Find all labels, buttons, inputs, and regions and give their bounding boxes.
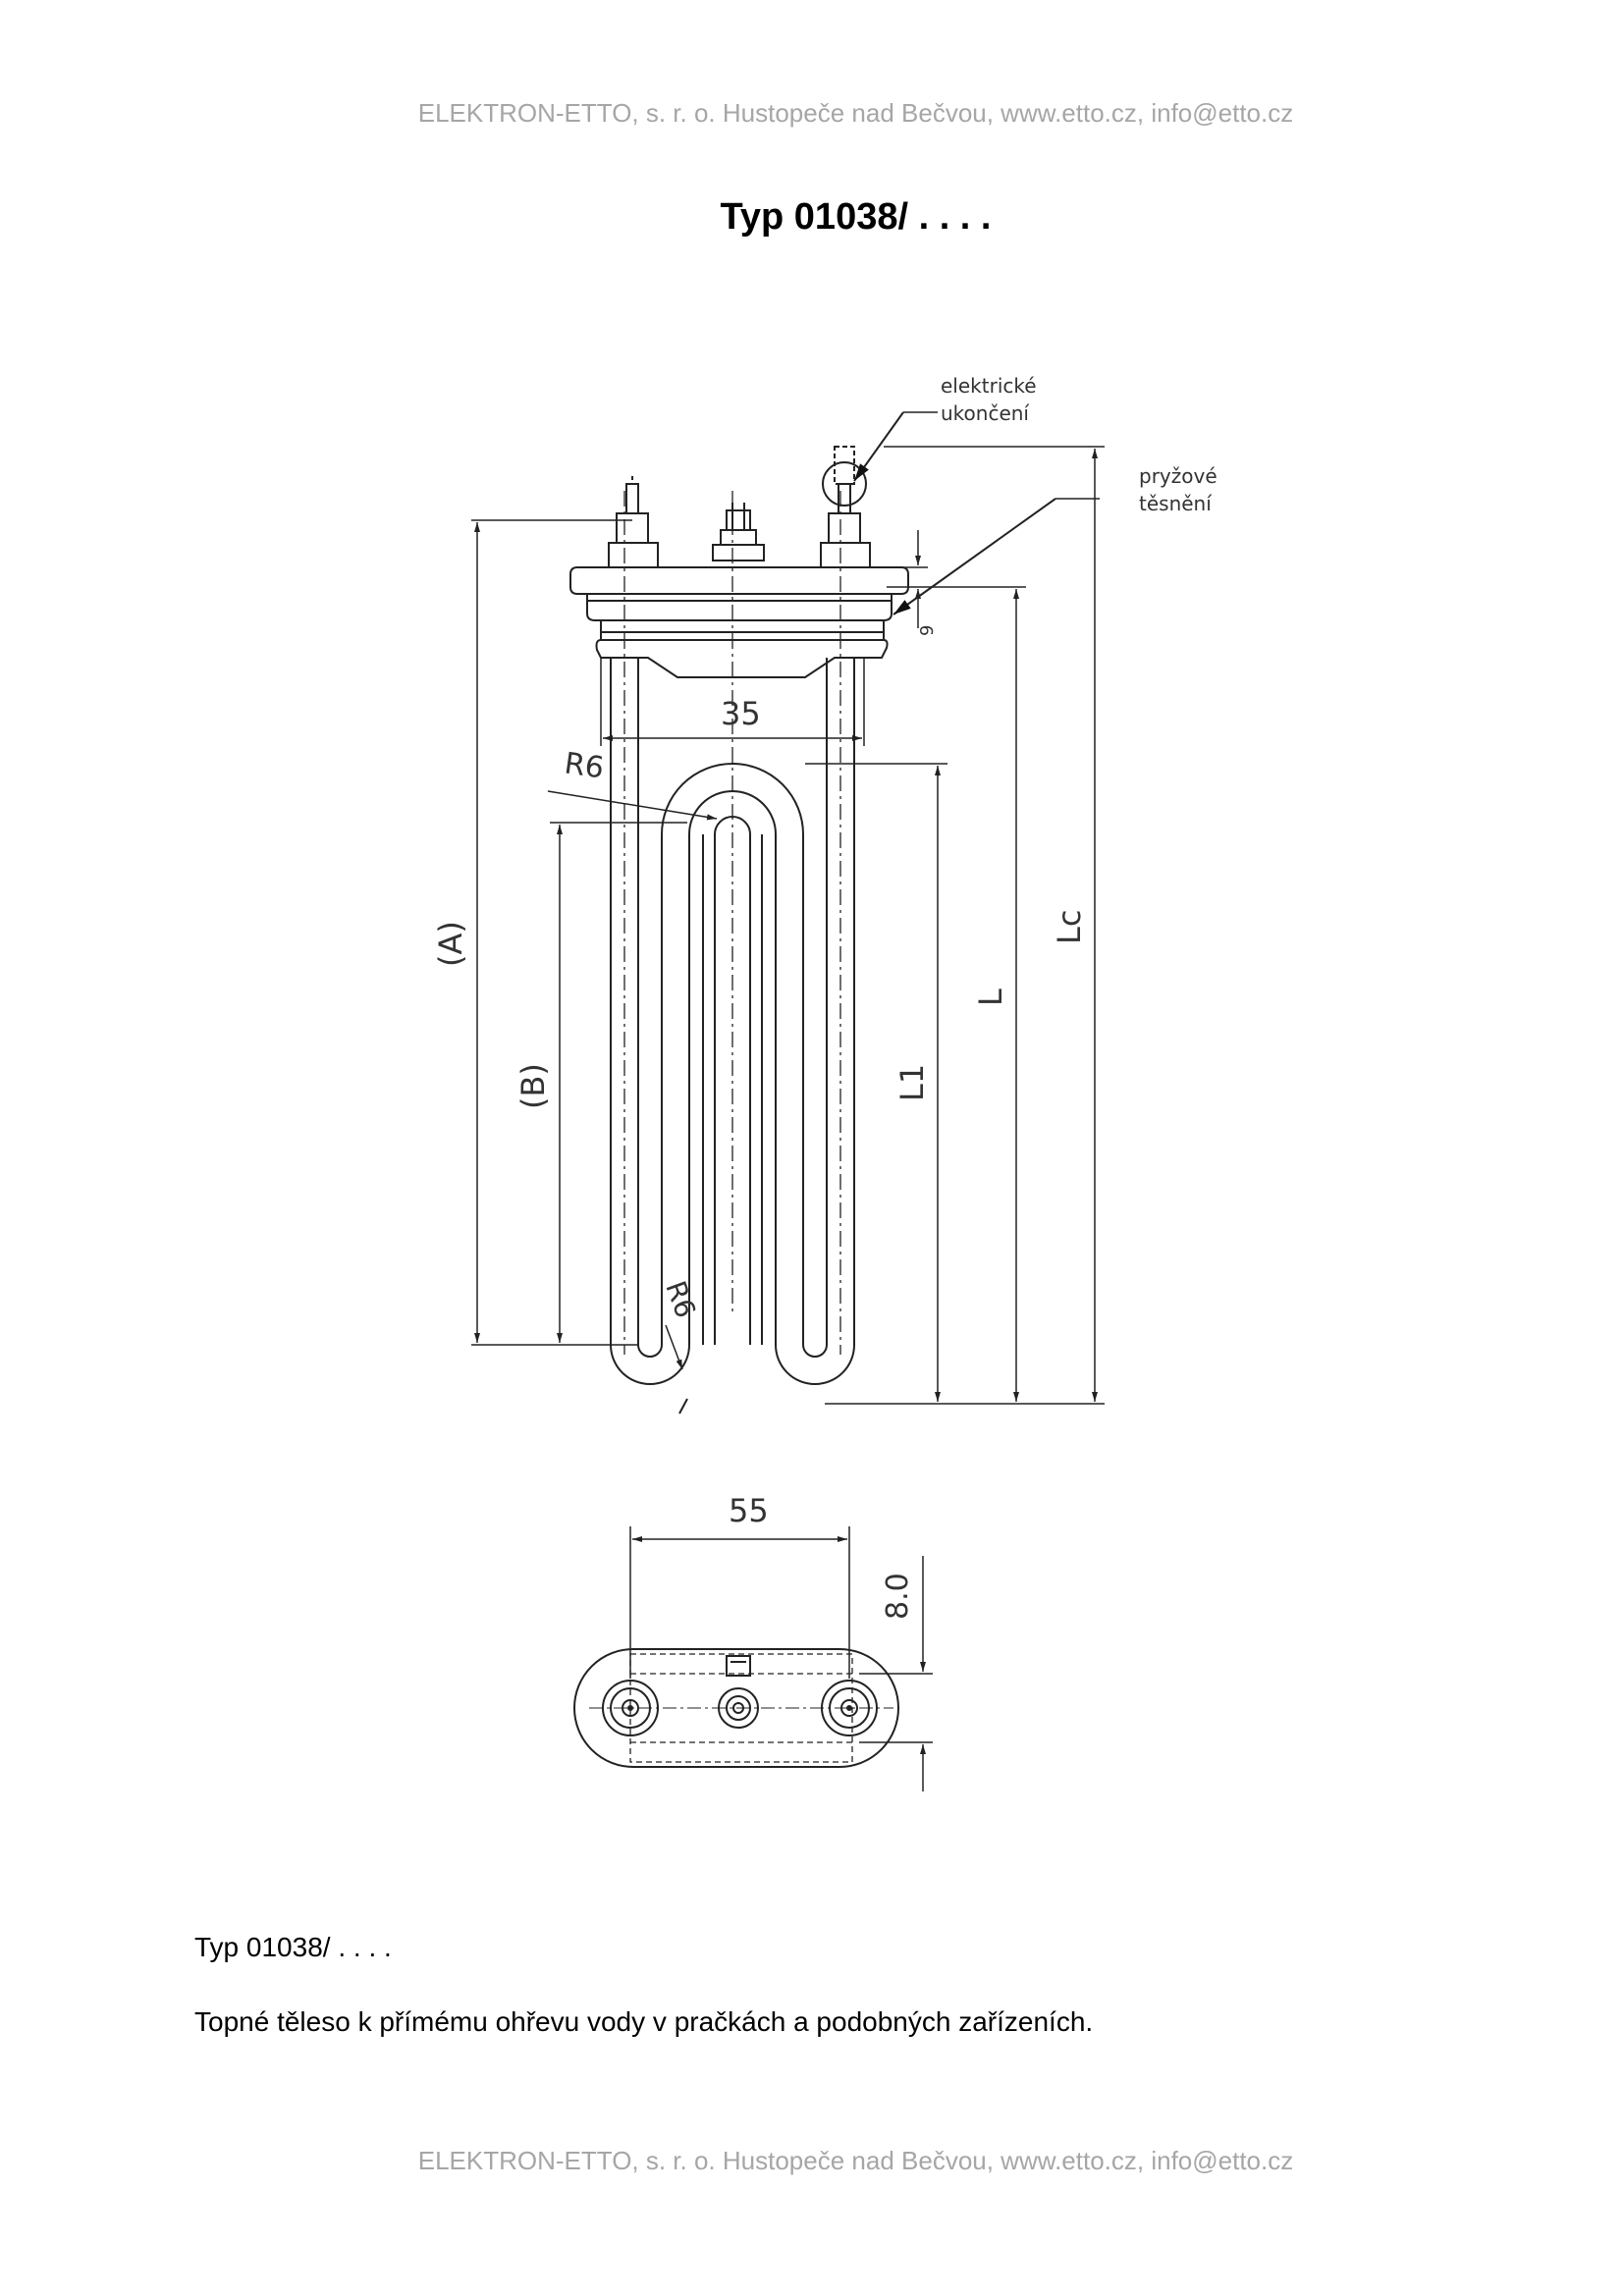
dim-r6-bottom: R6 [659,1277,702,1322]
terminal-left [608,476,659,568]
dim-l1: L1 [893,1064,931,1101]
terminal-center [712,503,765,561]
dim-55: 55 [729,1492,769,1529]
label-rubber-seal-2: těsnění [1139,492,1213,515]
page-header: ELEKTRON-ETTO, s. r. o. Hustopeče nad Be… [417,98,1294,128]
dim-35: 35 [721,695,761,732]
dim-b: (B) [514,1063,552,1109]
dim-r6-top: R6 [563,746,606,785]
heater-flange [569,566,909,678]
dimension-labels-top-view: 55 8.0 [729,1492,915,1620]
dim-lc: Lc [1051,910,1088,944]
dim-8: 8.0 [881,1573,915,1620]
type-designation: Typ 01038/ . . . . [194,1932,392,1962]
page-footer: ELEKTRON-ETTO, s. r. o. Hustopeče nad Be… [417,2146,1294,2175]
terminal-right [820,446,871,568]
dimension-labels-main: elektrické ukončení pryžové těsnění 35 R… [432,374,1217,1322]
label-electrical-termination: elektrické [941,374,1037,398]
heating-tubes [610,491,855,1415]
dimensions-main [471,411,1105,1405]
dimensions-top-view [629,1526,933,1791]
dim-9: 9 [917,625,938,636]
label-electrical-termination-2: ukončení [941,401,1030,425]
dim-a: (A) [432,921,469,967]
dim-l: L [972,988,1009,1006]
page-title: Typ 01038/ . . . . [720,196,992,238]
label-rubber-seal: pryžové [1139,464,1217,488]
product-description: Topné těleso k přímému ohřevu vody v pra… [194,2006,1094,2037]
